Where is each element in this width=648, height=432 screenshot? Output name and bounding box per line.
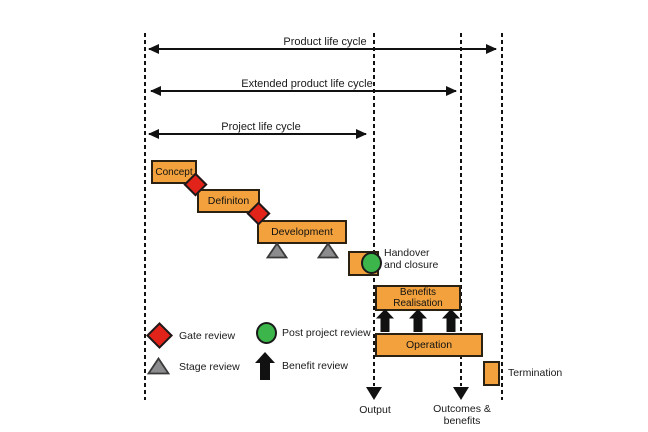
phase-box-benefits-realisation: Benefits Realisation bbox=[375, 285, 461, 311]
stage-review-triangle-icon bbox=[146, 356, 171, 375]
benefit-review-arrow-icon bbox=[376, 309, 394, 332]
dashed-line-end bbox=[501, 33, 503, 400]
legend-label-gate-review: Gate review bbox=[179, 330, 236, 342]
extended-product-life-cycle-label: Extended product life cycle bbox=[241, 78, 373, 90]
product-life-cycle-arrow bbox=[148, 44, 497, 54]
extended-product-life-cycle-arrow bbox=[150, 86, 457, 96]
dashed-line-start bbox=[144, 33, 146, 400]
project-life-cycle-arrow bbox=[148, 129, 367, 139]
benefit-review-arrow-icon bbox=[255, 352, 275, 380]
outcomes-benefits-label: Outcomes & benefits bbox=[433, 403, 491, 427]
legend-label-stage-review: Stage review bbox=[179, 361, 240, 373]
outcomes-benefits-line1: Outcomes & bbox=[433, 403, 491, 415]
gate-review-diamond-icon bbox=[146, 322, 173, 349]
dashed-line-outcomes bbox=[460, 33, 462, 386]
legend-label-benefit-review: Benefit review bbox=[282, 360, 348, 372]
post-project-review-circle-icon bbox=[256, 322, 277, 344]
stage-review-triangle-icon bbox=[265, 241, 289, 259]
benefit-review-arrow-icon bbox=[442, 309, 460, 332]
down-arrowhead-icon bbox=[366, 387, 382, 400]
phase-box-development: Development bbox=[257, 220, 347, 244]
handover-label: Handover and closure bbox=[384, 247, 438, 271]
benefit-review-arrow-icon bbox=[409, 309, 427, 332]
phase-box-definition: Definiton bbox=[197, 189, 260, 213]
project-life-cycle-label: Project life cycle bbox=[221, 121, 301, 133]
dashed-line-output bbox=[373, 33, 375, 386]
phase-box-concept: Concept bbox=[151, 160, 197, 184]
product-life-cycle-label: Product life cycle bbox=[283, 36, 367, 48]
output-label: Output bbox=[359, 404, 391, 416]
stage-review-triangle-icon bbox=[316, 241, 340, 259]
handover-label-line2: and closure bbox=[384, 259, 439, 271]
phase-box-termination bbox=[483, 361, 500, 386]
termination-label: Termination bbox=[508, 367, 563, 379]
benefits-line2: Realisation bbox=[393, 298, 443, 309]
phase-box-operation: Operation bbox=[375, 333, 483, 357]
outcomes-benefits-line2: benefits bbox=[443, 415, 481, 427]
benefits-line1: Benefits bbox=[399, 287, 437, 298]
down-arrowhead-icon bbox=[453, 387, 469, 400]
handover-label-line1: Handover bbox=[384, 247, 430, 259]
post-project-review-circle-icon bbox=[361, 252, 382, 274]
legend-label-post-project-review: Post project review bbox=[282, 327, 371, 339]
